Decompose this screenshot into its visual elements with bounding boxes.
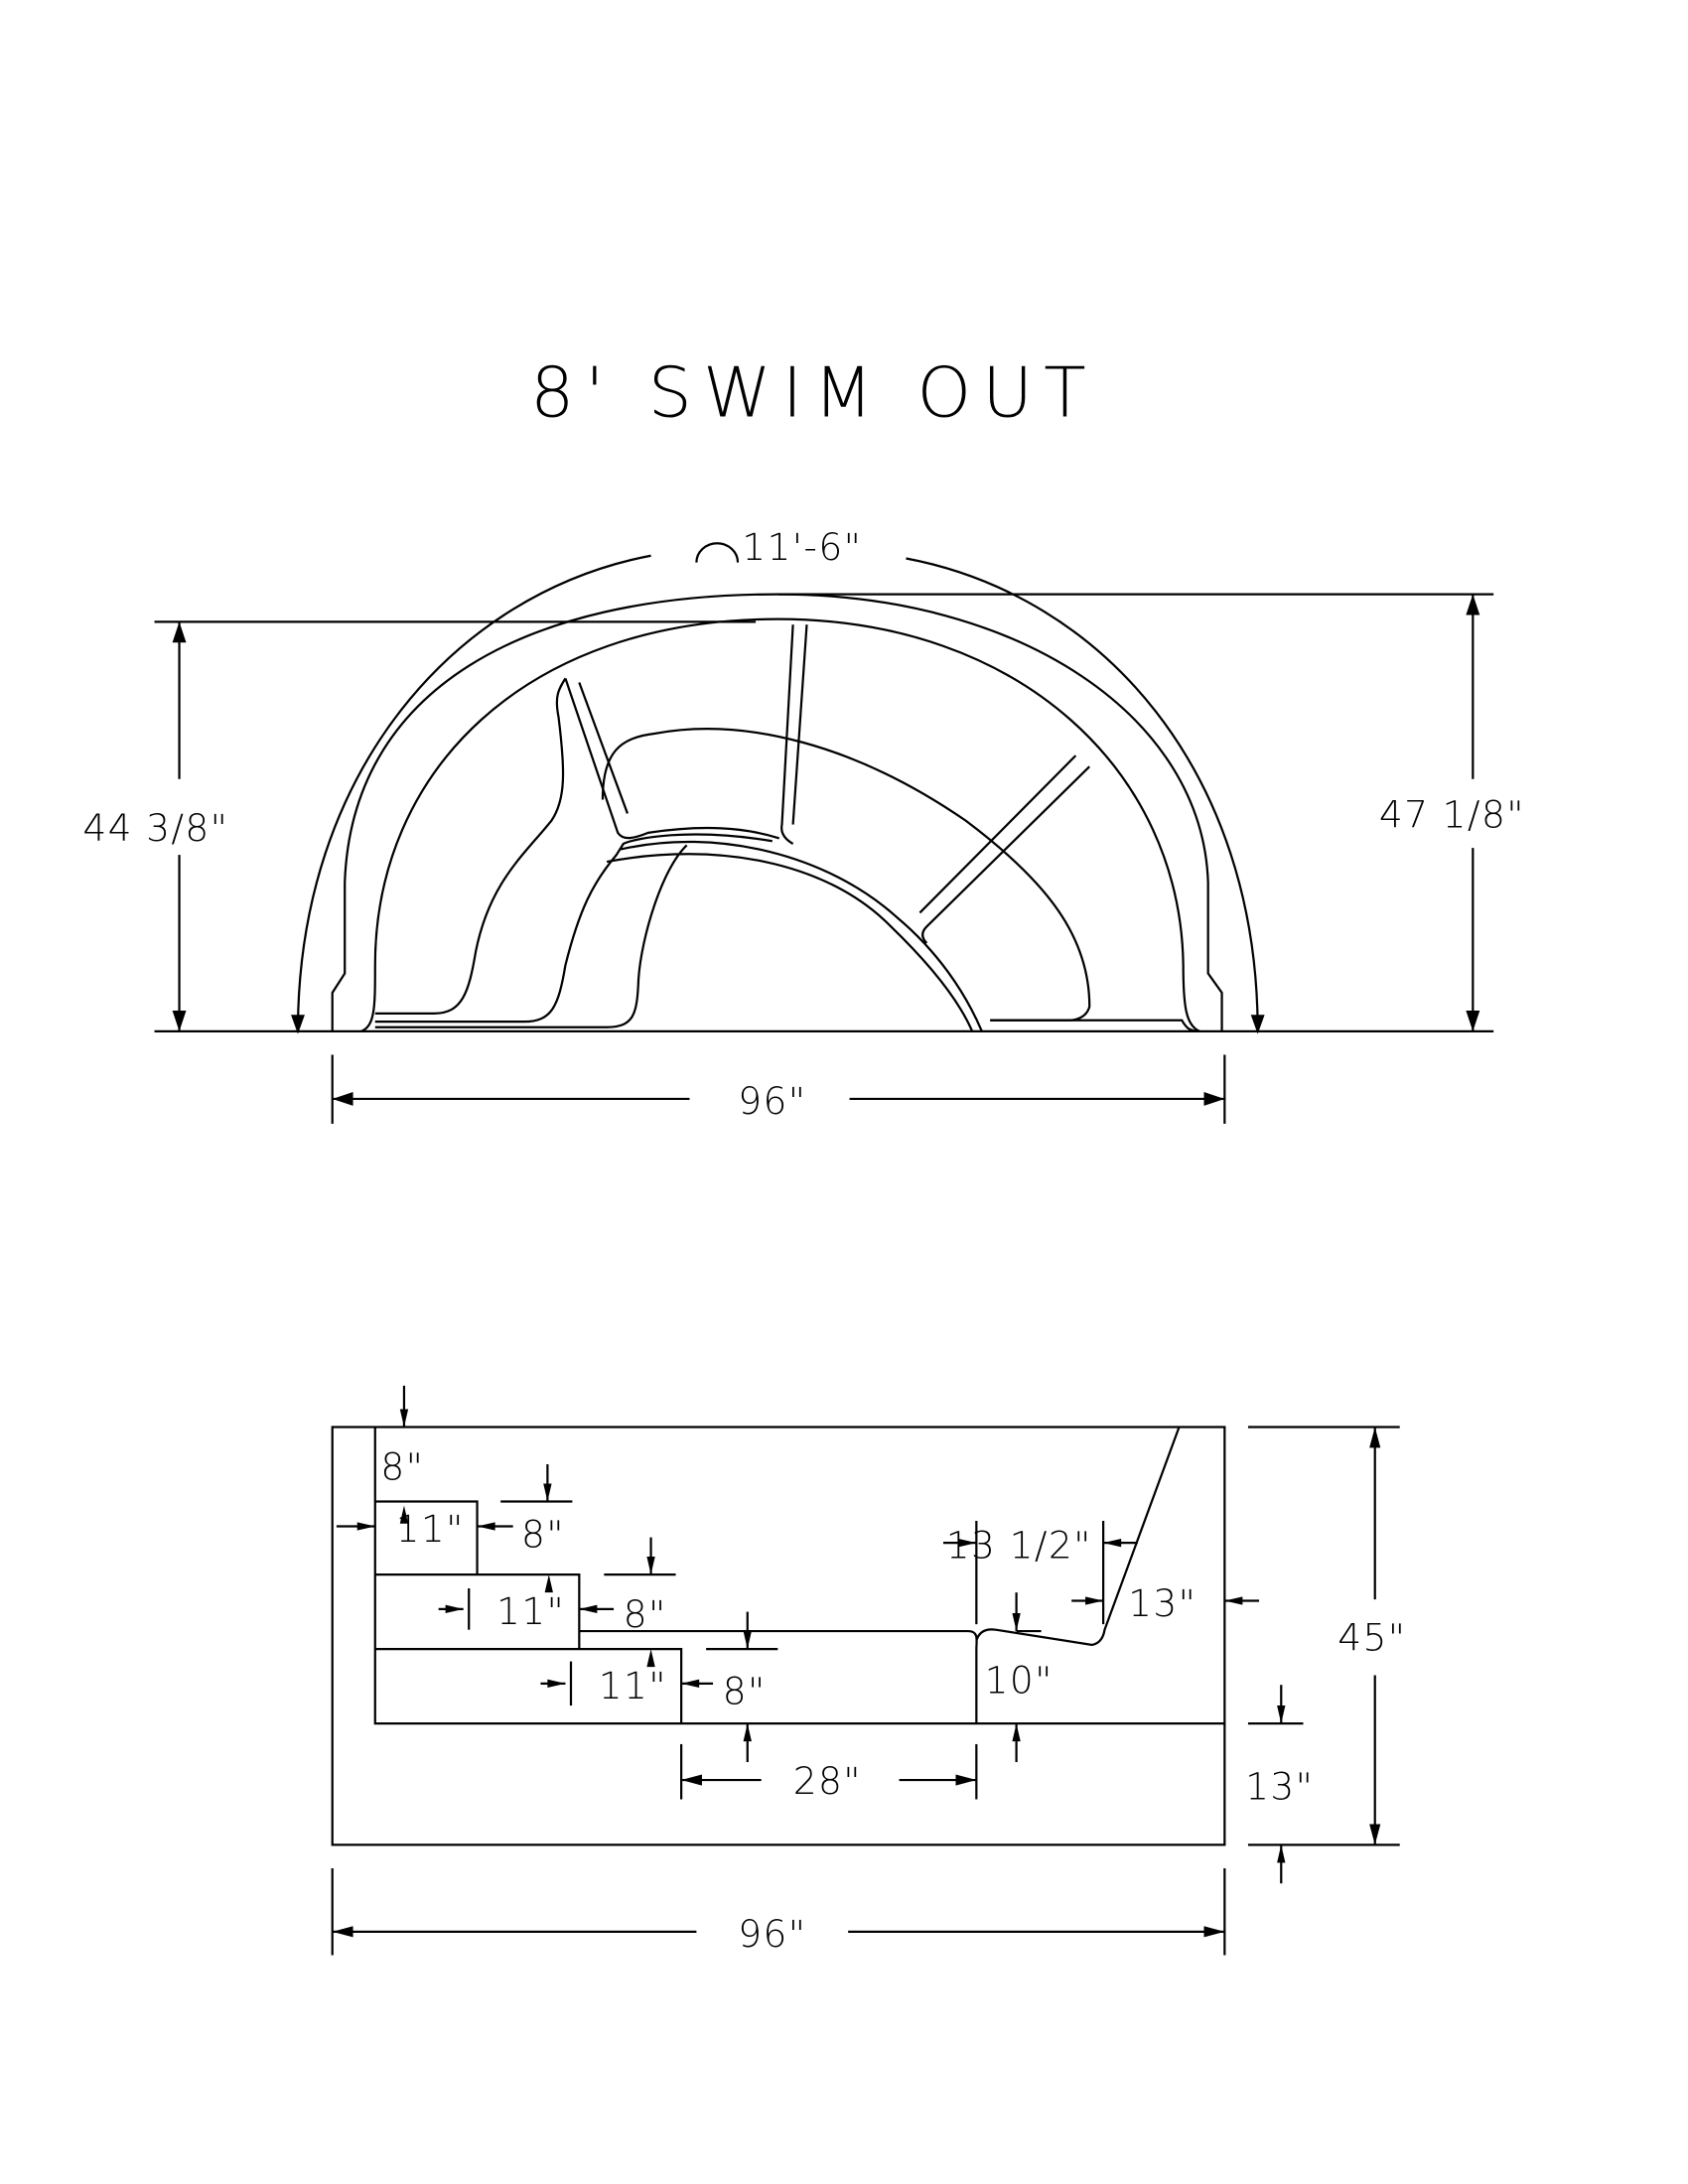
- section-outline: [331, 1426, 1226, 1846]
- arc-dimension-line: [296, 554, 1259, 1031]
- plan-view: 11'-6" 44 3/8" 47 1/8" 96": [82, 525, 1525, 1124]
- arc-symbol-icon: [695, 542, 740, 563]
- plan-width-label: 96": [738, 1079, 806, 1123]
- section-view: 8" 11" 8" 11" 8" 11" 8": [331, 1385, 1406, 1956]
- seat-step: [374, 833, 773, 1024]
- step-2-tread-label: 11": [496, 1589, 565, 1633]
- seat-step-2: [374, 844, 688, 1028]
- left-height-label: 44 3/8": [82, 806, 228, 850]
- seat-divider-1: [564, 677, 780, 840]
- top-step-drop-label: 8": [380, 1444, 424, 1488]
- step-1-tread-label: 11": [396, 1507, 465, 1551]
- total-depth-label: 45": [1337, 1615, 1406, 1659]
- floor-thickness-label: 13": [1245, 1764, 1314, 1808]
- seat-floor: [374, 677, 567, 1015]
- slope-wall-label: 13": [1128, 1581, 1196, 1625]
- arc-length-label: 11'-6": [742, 525, 862, 569]
- outer-shell: [331, 593, 1223, 1031]
- step-3-tread-label: 11": [599, 1664, 667, 1707]
- drawing-title: 8' SWIM OUT: [530, 353, 1097, 433]
- section-width-label: 96": [738, 1912, 806, 1956]
- backrest: [601, 728, 1091, 1022]
- inner-shell: [360, 617, 1200, 1032]
- step-1-riser-label: 8": [521, 1512, 565, 1556]
- bench-height-label: 10": [985, 1659, 1054, 1703]
- slope-top-width-label: 13 1/2": [946, 1523, 1092, 1567]
- inner-hole: [606, 840, 983, 1032]
- step-2-riser-label: 8": [624, 1592, 667, 1636]
- seat-divider-3: [918, 754, 1091, 944]
- step-3-riser-label: 8": [723, 1670, 767, 1713]
- right-height-label: 47 1/8": [1379, 792, 1525, 836]
- step-profile: [373, 1427, 1225, 1725]
- bench-width-label: 28": [793, 1759, 862, 1803]
- seat-divider-2: [780, 624, 808, 845]
- right-seat-floor: [990, 1019, 1200, 1032]
